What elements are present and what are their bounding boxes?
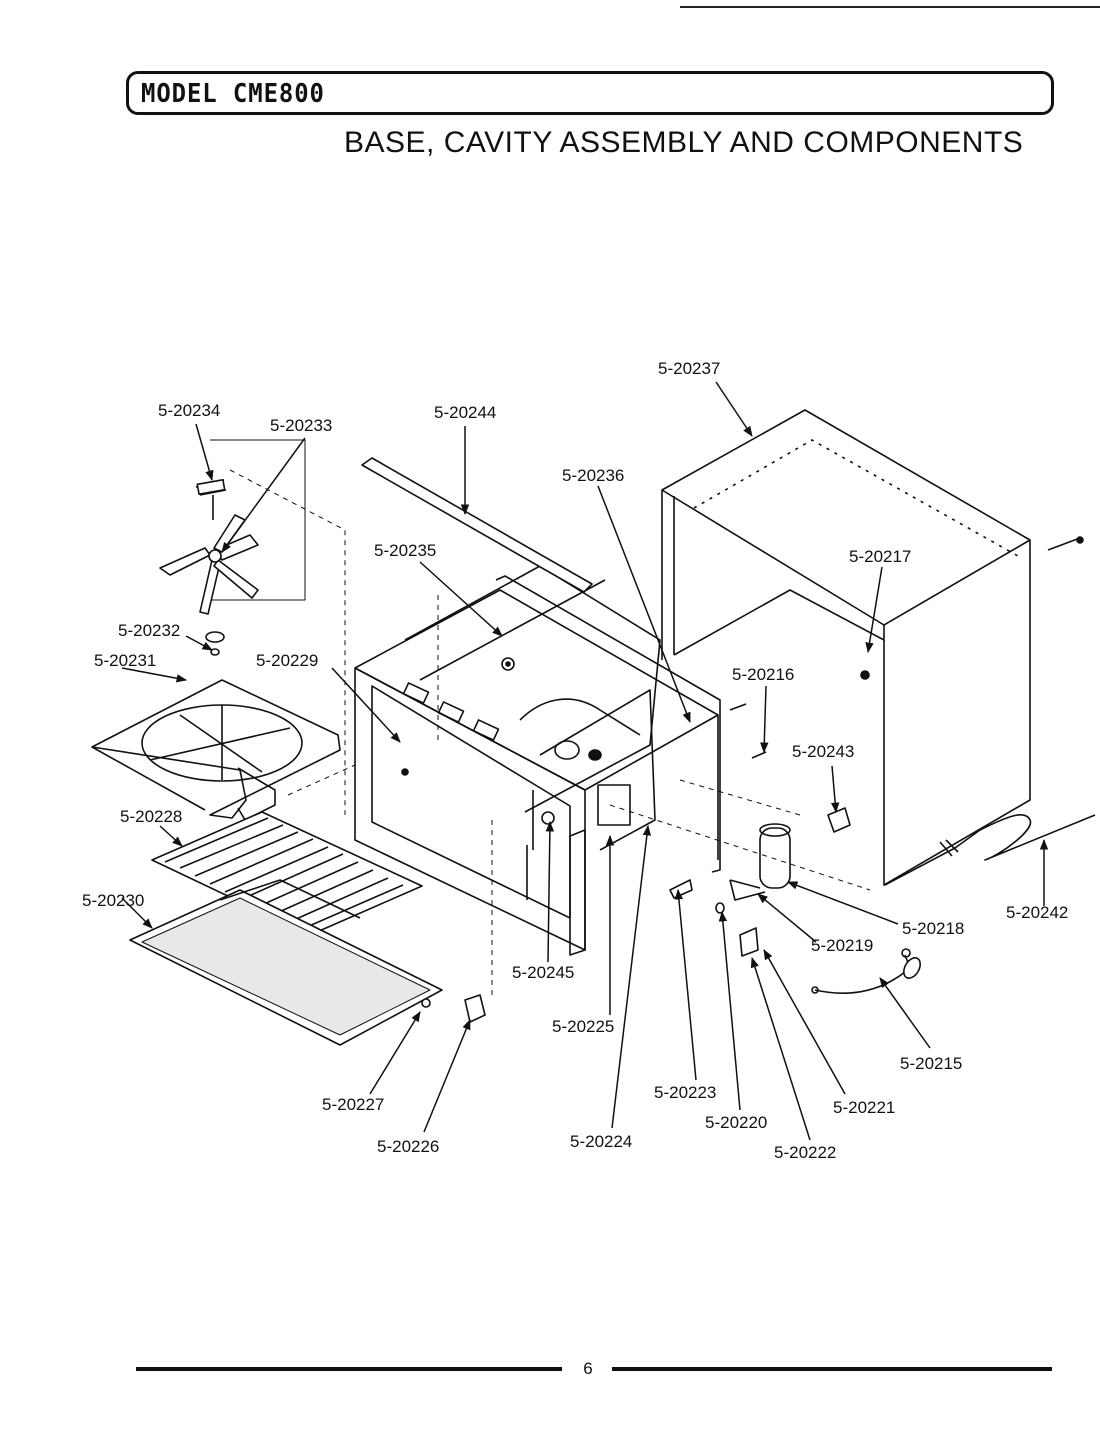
part-label-5-20223: 5-20223 [654,1083,716,1102]
part-label-5-20244: 5-20244 [434,403,496,422]
part-labels: 5-20237 5-20234 5-20233 5-20244 5-20236 … [82,359,1068,1162]
part-label-5-20232: 5-20232 [118,621,180,640]
part-label-5-20221: 5-20221 [833,1098,895,1117]
oven-cavity-assembly [354,565,721,956]
outer-cabinet [661,409,1031,886]
part-label-5-20235: 5-20235 [374,541,436,560]
footer-rule-left [136,1367,562,1371]
top-trim-strip [361,457,593,593]
page-subtitle: BASE, CAVITY ASSEMBLY AND COMPONENTS [344,126,1024,159]
top-rule [680,6,1100,8]
part-label-5-20228: 5-20228 [120,807,182,826]
fan-cover-plate [91,679,341,821]
page-number: 6 [583,1359,593,1378]
part-label-5-20243: 5-20243 [792,742,854,761]
part-label-5-20224: 5-20224 [570,1132,632,1151]
model-header-box: MODEL CME800 [126,71,1054,115]
part-label-5-20217: 5-20217 [849,547,911,566]
footer-rule-right [612,1367,1052,1371]
part-label-5-20230: 5-20230 [82,891,144,910]
part-label-5-20229: 5-20229 [256,651,318,670]
part-label-5-20233: 5-20233 [270,416,332,435]
part-label-5-20216: 5-20216 [732,665,794,684]
part-label-5-20227: 5-20227 [322,1095,384,1114]
part-label-5-20215: 5-20215 [900,1054,962,1073]
part-label-5-20245: 5-20245 [512,963,574,982]
glass-tray [129,879,443,1046]
part-label-5-20218: 5-20218 [902,919,964,938]
stirrer-fan-assembly [159,439,306,656]
leader-lines [121,381,1049,1141]
model-title: MODEL CME800 [141,79,325,109]
part-label-5-20231: 5-20231 [94,651,156,670]
part-label-5-20219: 5-20219 [811,936,873,955]
part-label-5-20220: 5-20220 [705,1113,767,1132]
part-label-5-20236: 5-20236 [562,466,624,485]
part-label-5-20237: 5-20237 [658,359,720,378]
part-label-5-20225: 5-20225 [552,1017,614,1036]
capacitor [729,823,791,901]
small-components [421,807,851,1023]
part-label-5-20242: 5-20242 [1006,903,1068,922]
part-label-5-20234: 5-20234 [158,401,220,420]
part-label-5-20226: 5-20226 [377,1137,439,1156]
temperature-probe [884,814,1096,886]
power-cord [811,948,921,994]
part-label-5-20222: 5-20222 [774,1143,836,1162]
